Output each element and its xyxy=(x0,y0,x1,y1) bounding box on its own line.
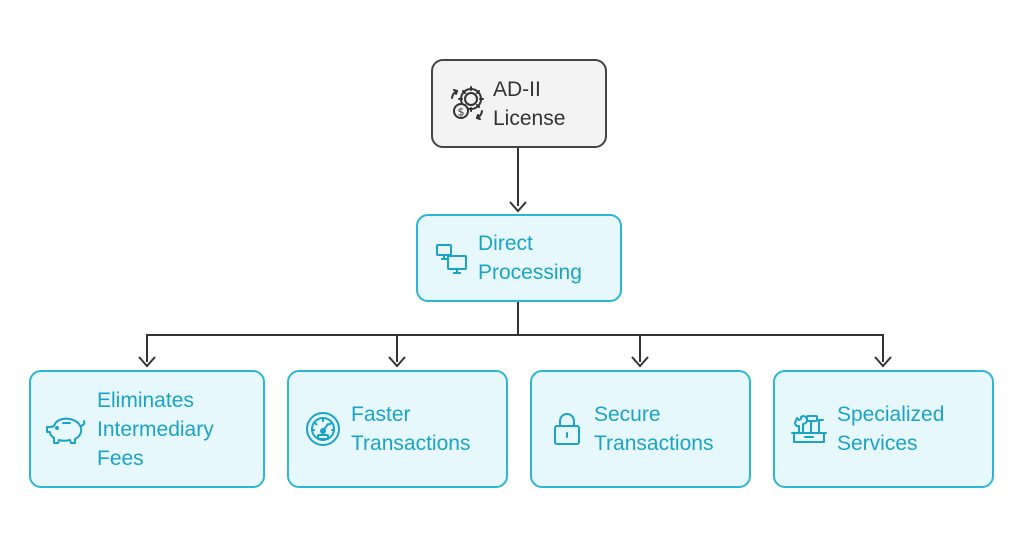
node-direct-processing: Direct Processing xyxy=(416,214,622,302)
node-label-leaf-3: Secure Transactions xyxy=(594,403,714,455)
connector-leaf-2 xyxy=(396,334,398,362)
currency-exchange-gear-icon: $ xyxy=(447,85,487,122)
connector-root-to-middle xyxy=(517,148,519,206)
node-label-root: AD-II License xyxy=(493,77,566,130)
connector-leaf-1 xyxy=(146,334,148,362)
connector-leaf-3 xyxy=(639,334,641,362)
node-label-leaf-2: Faster Transactions xyxy=(351,403,471,455)
connector-middle-down xyxy=(517,302,519,336)
node-label-middle: Direct Processing xyxy=(478,232,582,284)
node-label-leaf-1: Eliminates Intermediary Fees xyxy=(97,388,214,470)
arrowhead-leaf-2 xyxy=(388,356,406,368)
speedometer-icon xyxy=(303,410,343,448)
connector-branch-bar xyxy=(146,334,884,336)
arrowhead-middle xyxy=(509,201,527,213)
svg-text:$: $ xyxy=(458,105,465,118)
node-eliminates-intermediary-fees: Eliminates Intermediary Fees xyxy=(29,370,265,488)
computers-icon xyxy=(432,241,472,275)
arrowhead-leaf-3 xyxy=(631,356,649,368)
node-faster-transactions: Faster Transactions xyxy=(287,370,508,488)
arrowhead-leaf-1 xyxy=(138,356,156,368)
toolbox-icon xyxy=(789,411,829,447)
lock-icon xyxy=(550,411,584,447)
arrowhead-leaf-4 xyxy=(874,356,892,368)
node-ad-ii-license: $ AD-II License xyxy=(431,59,607,148)
node-secure-transactions: Secure Transactions xyxy=(530,370,751,488)
piggy-bank-icon xyxy=(45,412,87,446)
connector-leaf-4 xyxy=(882,334,884,362)
node-label-leaf-4: Specialized Services xyxy=(837,403,945,455)
node-specialized-services: Specialized Services xyxy=(773,370,994,488)
